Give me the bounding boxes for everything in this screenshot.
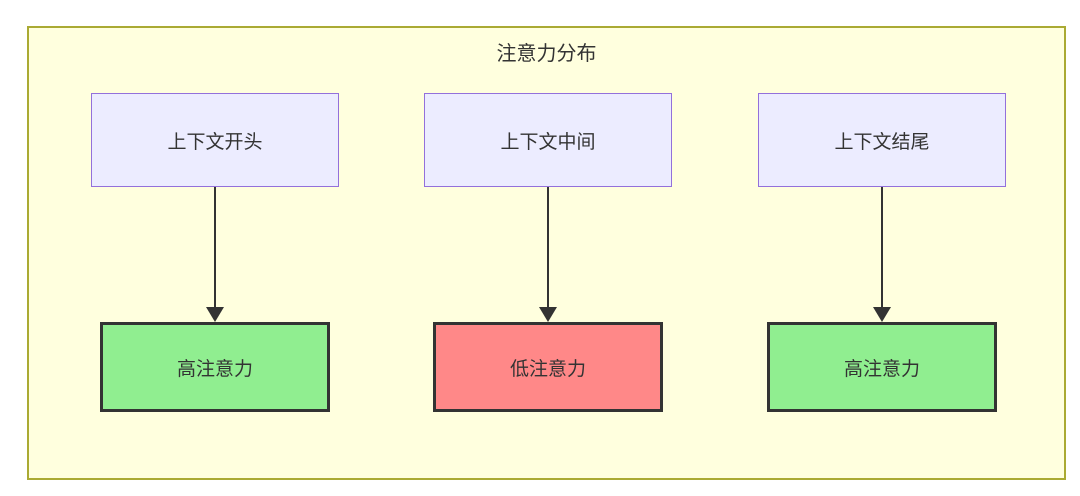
node-high-attention-2-label: 高注意力 [843, 357, 920, 380]
flow-column-context-start: 上下文开头 高注意力 [91, 93, 339, 412]
flow-column-context-end: 上下文结尾 高注意力 [758, 93, 1006, 412]
node-high-attention-1: 高注意力 [100, 322, 330, 412]
node-high-attention-1-label: 高注意力 [176, 357, 253, 380]
diagram-title: 注意力分布 [496, 41, 597, 65]
arrow-down-2 [539, 187, 557, 322]
node-context-middle-label: 上下文中间 [500, 130, 596, 153]
node-context-end: 上下文结尾 [758, 93, 1006, 187]
node-context-start-label: 上下文开头 [167, 130, 263, 153]
attention-distribution-frame: 注意力分布 上下文开头 高注意力 上下文中间 低注意力 [27, 26, 1066, 480]
node-low-attention-label: 低注意力 [509, 357, 586, 380]
node-context-middle: 上下文中间 [424, 93, 672, 187]
node-context-start: 上下文开头 [91, 93, 339, 187]
node-low-attention: 低注意力 [433, 322, 663, 412]
arrow-head-icon [873, 307, 891, 322]
arrow-down-1 [206, 187, 224, 322]
node-context-end-label: 上下文结尾 [834, 130, 930, 153]
node-high-attention-2: 高注意力 [767, 322, 997, 412]
flow-column-context-middle: 上下文中间 低注意力 [424, 93, 672, 412]
arrow-down-3 [873, 187, 891, 322]
arrow-head-icon [206, 307, 224, 322]
arrow-head-icon [539, 307, 557, 322]
